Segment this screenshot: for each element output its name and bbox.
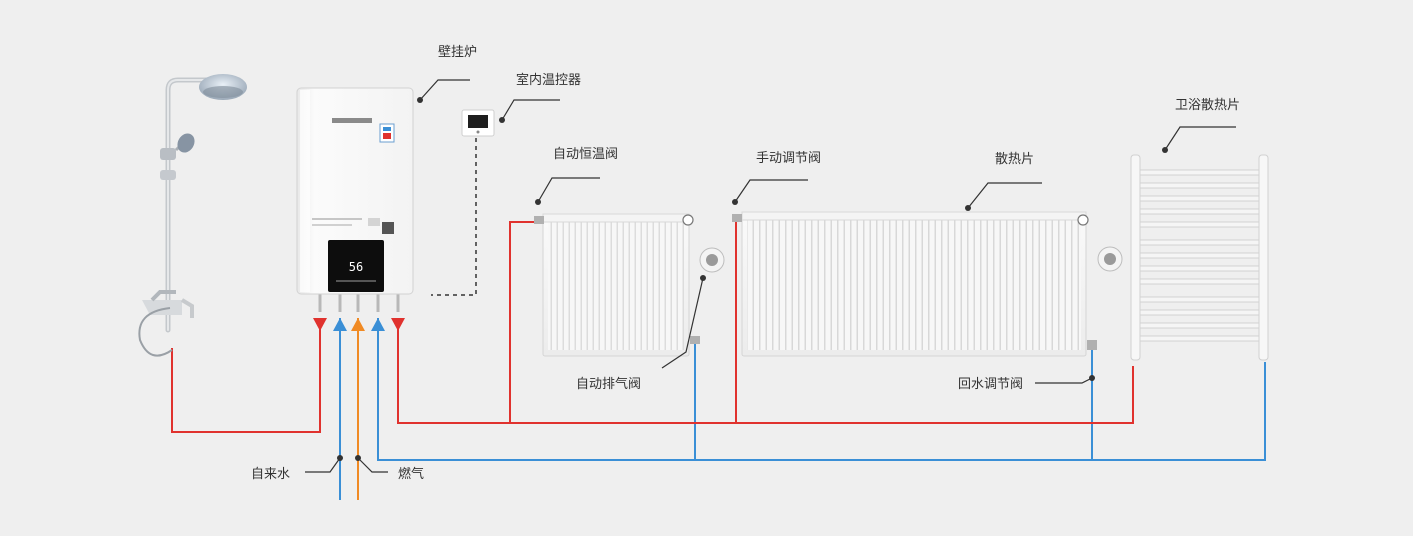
label-auto-thermostatic-valve: 自动恒温阀 xyxy=(553,147,618,162)
label-auto-air-vent: 自动排气阀 xyxy=(576,376,641,392)
shower-icon xyxy=(138,74,247,357)
flow-arrows xyxy=(313,318,405,331)
callout-dots xyxy=(337,97,1168,461)
label-boiler: 壁挂炉 xyxy=(438,45,477,60)
label-tap-water: 自来水 xyxy=(251,467,290,482)
supply-branch-1 xyxy=(509,221,540,423)
label-bath-radiator: 卫浴散热片 xyxy=(1175,98,1240,113)
panel-radiator-icon xyxy=(534,213,725,357)
arrow-up-icon xyxy=(371,318,385,331)
label-return-valve: 回水调节阀 xyxy=(958,377,1023,392)
wall-boiler-icon: 56 xyxy=(296,87,414,295)
arrow-down-icon xyxy=(391,318,405,331)
arrow-down-icon xyxy=(313,318,327,331)
boiler-display-value: 56 xyxy=(349,260,363,274)
label-thermostat: 室内温控器 xyxy=(516,72,581,88)
label-radiator: 散热片 xyxy=(995,152,1034,167)
towel-rail-icon xyxy=(1130,154,1269,361)
heating-return-pipe xyxy=(377,318,1266,461)
hot-water-pipe-to-shower xyxy=(171,318,321,433)
heating-supply-pipe xyxy=(397,318,1134,424)
control-wire xyxy=(431,138,477,296)
callout-leaders xyxy=(305,79,1236,473)
label-gas: 燃气 xyxy=(398,466,424,482)
arrow-up-icon xyxy=(333,318,347,331)
panel-radiator-icon xyxy=(732,211,1123,357)
pipes xyxy=(171,221,1266,500)
label-manual-valve: 手动调节阀 xyxy=(756,151,821,166)
arrow-up-icon xyxy=(351,318,365,331)
thermostat-icon xyxy=(461,109,495,137)
boiler-pipe-stubs xyxy=(318,294,400,312)
